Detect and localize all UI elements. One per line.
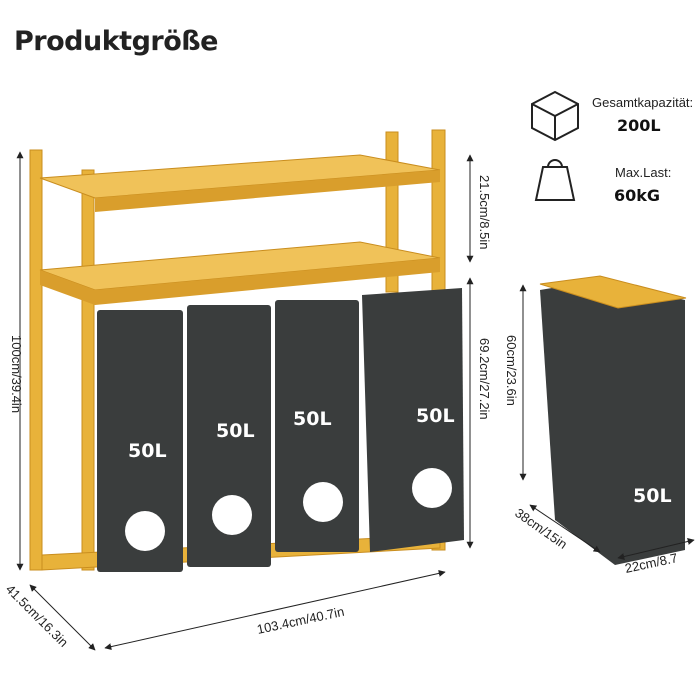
load-value: 60kG (614, 186, 660, 205)
capacity-label: Gesamtkapazität: (592, 95, 693, 110)
bin-2-label: 50L (216, 420, 255, 442)
laundry-bin-3[interactable]: 50L (275, 300, 359, 552)
page-title: Produktgröße (14, 26, 219, 57)
bin-4-label: 50L (416, 405, 455, 427)
laundry-bin-1[interactable]: 50L (97, 310, 183, 572)
capacity-value: 200L (617, 116, 661, 135)
tshirt-icon (125, 511, 165, 551)
shirt-icon (303, 482, 343, 522)
laundry-bin-2[interactable]: 50L (187, 305, 271, 567)
laundry-bin-4[interactable]: 50L (362, 288, 464, 552)
dim-shelf-gap: 21.5cm/8.5in (477, 175, 492, 249)
cube-icon (531, 90, 579, 142)
dim-bin-area-height: 69.2cm/27.2in (477, 338, 492, 420)
bin-1-label: 50L (128, 440, 167, 462)
dim-width: 103.4cm/40.7in (256, 604, 346, 637)
single-bin-label: 50L (633, 485, 672, 507)
socks-icon (212, 495, 252, 535)
single-bin: 50L (539, 275, 687, 565)
dim-bin-height: 60cm/23.6in (504, 335, 519, 406)
load-label: Max.Last: (615, 165, 671, 180)
bin-3-label: 50L (293, 408, 332, 430)
wash-30-icon (412, 468, 452, 508)
weight-icon (534, 159, 576, 201)
dim-total-height: 100cm/39.4in (9, 335, 24, 413)
